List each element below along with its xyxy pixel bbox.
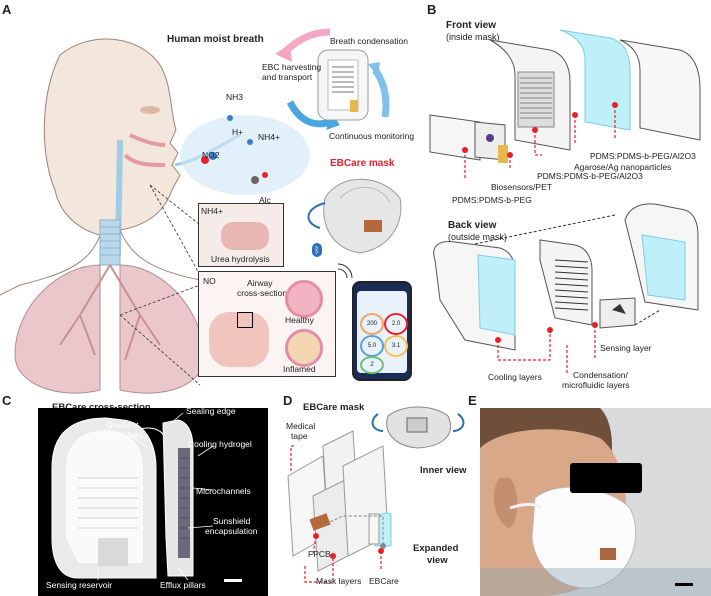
label-pdms-peg-al2o3-mid: PDMS:PDMS-b-PEG/Al2O3 [537, 171, 643, 181]
back-view-subtitle: (outside mask) [448, 232, 508, 242]
label-gradient-2: micropillars [100, 430, 143, 440]
label-ebcare: EBCare [369, 576, 399, 586]
label-cooling-hydrogel: Cooling hydrogel [188, 439, 252, 449]
label-urea-hydrolysis: Urea hydrolysis [211, 254, 270, 264]
panel-a-letter: A [2, 2, 12, 17]
phone-readout-5: 2 [360, 356, 384, 374]
bluetooth-icon: ᛒ [312, 243, 322, 257]
label-condensation-1: Condensation/ [573, 370, 628, 380]
healthy-cross-section [285, 280, 323, 318]
ebcare-cross-section-photo: Gradient micropillars Sealing edge Cooli… [38, 406, 268, 596]
label-sensing-reservoir: Sensing reservoir [46, 580, 113, 590]
urea-hydrolysis-inset: NH4+ Urea hydrolysis [198, 203, 284, 267]
breath-cloud [180, 115, 310, 195]
panel-a-title: Human moist breath [167, 34, 264, 45]
scale-bar-e [675, 583, 693, 586]
phone-screen: 200 2.0 5.0 3.1 2 [357, 291, 408, 374]
face-redaction-bar [570, 463, 642, 493]
phone-readout-2: 2.0 [384, 313, 408, 335]
label-efflux-pillars: Efflux pillars [160, 580, 206, 590]
label-condensation-2: microfluidic layers [562, 380, 630, 390]
label-continuous-monitoring: Continuous monitoring [329, 131, 415, 141]
label-airway-1: Airway [247, 278, 273, 288]
label-no2: NO2 [202, 150, 220, 160]
front-view-subtitle: (inside mask) [446, 32, 500, 42]
label-nh3: NH3 [226, 92, 244, 102]
label-cooling-layers: Cooling layers [488, 372, 542, 382]
back-view-title: Back view [448, 220, 497, 231]
wireless-signal-icon [337, 263, 353, 279]
label-alc: Alc [259, 195, 271, 205]
human-anatomy-illustration [0, 38, 241, 394]
smartphone: 200 2.0 5.0 3.1 2 [352, 281, 412, 381]
label-ebc-harvesting-2: and transport [262, 72, 313, 82]
label-gradient-1: Gradient [106, 420, 139, 430]
label-ebcare-mask-a: EBCare mask [330, 158, 395, 169]
label-airway-2: cross-section [237, 288, 288, 298]
label-expanded-2: view [427, 555, 448, 566]
label-sunshield-1: Sunshield [213, 516, 251, 526]
phone-readout-3: 5.0 [360, 335, 384, 357]
label-pdms-peg-al2o3-top: PDMS:PDMS-b-PEG/Al2O3 [590, 151, 696, 161]
label-healthy: Healthy [285, 315, 314, 325]
panel-c-title: EBCare cross-section [52, 402, 151, 413]
label-sunshield-2: encapsulation [205, 526, 258, 536]
cross-section-device-left [51, 412, 214, 581]
label-no-small: NO [203, 276, 216, 286]
label-sealing-edge: Sealing edge [186, 406, 236, 416]
label-pdms-peg: PDMS:PDMS-b-PEG [452, 195, 532, 205]
label-fpcb: FPCB [308, 549, 331, 559]
airway-inset: NO Airway cross-section Healthy Inflamed [198, 271, 336, 377]
scale-bar [224, 579, 242, 582]
panel-c-letter: C [2, 393, 12, 408]
panel-e-letter: E [468, 393, 477, 408]
person-illustration [480, 408, 711, 596]
label-inner-view: Inner view [420, 465, 467, 476]
mask-exploded-view [287, 406, 465, 583]
inflamed-cross-section [285, 329, 323, 367]
label-agarose: Agarose/Ag nanoparticles [574, 162, 672, 172]
label-inflamed: Inflamed [283, 364, 316, 374]
person-wearing-mask-photo [480, 408, 711, 596]
label-medical-1: Medical [286, 421, 316, 431]
label-ebc-harvesting-1: EBC harvesting [262, 62, 322, 72]
phone-readout-1: 200 [360, 313, 384, 335]
label-h-plus: H+ [232, 127, 244, 137]
label-medical-2: tape [291, 431, 308, 441]
panel-d-title: EBCare mask [303, 402, 365, 413]
label-breath-condensation: Breath condensation [330, 36, 408, 46]
panel-d-letter: D [283, 393, 293, 408]
back-view-exploded-layers [433, 203, 699, 375]
label-expanded-1: Expanded [413, 543, 459, 554]
front-view-exploded-layers [429, 29, 701, 180]
front-view-title: Front view [446, 20, 497, 31]
ebc-harvest-arrows [275, 28, 390, 130]
panel-b-letter: B [427, 2, 437, 17]
ebcare-mask-render [307, 178, 402, 254]
label-nh4-inset: NH4+ [201, 206, 223, 216]
label-sensing-layer: Sensing layer [600, 343, 652, 353]
label-nh4: NH4+ [258, 132, 280, 142]
phone-readout-4: 3.1 [384, 335, 408, 357]
label-mask-layers: Mask layers [316, 576, 362, 586]
label-microchannels: Microchannels [196, 486, 251, 496]
label-biosensors: Biosensors/PET [491, 182, 552, 192]
